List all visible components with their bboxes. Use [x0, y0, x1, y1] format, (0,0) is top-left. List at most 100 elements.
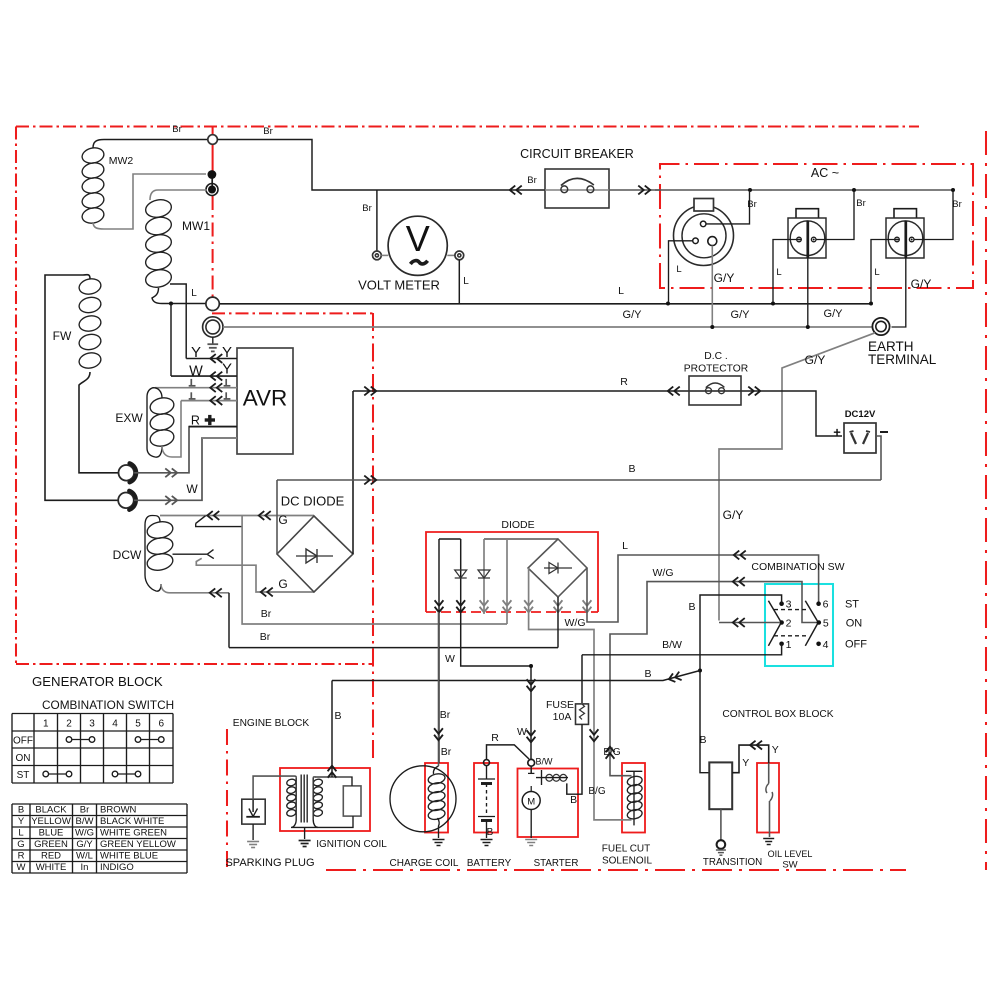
svg-text:AVR: AVR — [243, 386, 288, 411]
svg-text:+: + — [833, 425, 841, 440]
svg-text:Br: Br — [80, 805, 90, 816]
svg-text:L: L — [874, 267, 879, 278]
svg-text:WHITE GREEN: WHITE GREEN — [100, 828, 167, 839]
svg-text:G/Y: G/Y — [623, 309, 643, 321]
svg-text:W/G: W/G — [565, 617, 586, 629]
svg-text:OFF: OFF — [845, 639, 867, 651]
svg-text:2: 2 — [786, 618, 792, 630]
svg-text:R: R — [191, 413, 200, 427]
svg-text:Y: Y — [18, 816, 25, 827]
svg-text:B: B — [688, 601, 695, 613]
svg-text:6: 6 — [158, 719, 164, 730]
svg-text:OFF: OFF — [13, 736, 33, 747]
svg-text:L: L — [18, 828, 23, 839]
svg-text:L: L — [676, 264, 681, 275]
svg-text:BROWN: BROWN — [100, 805, 137, 816]
svg-text:B/G: B/G — [588, 786, 605, 797]
svg-text:R: R — [620, 376, 628, 388]
svg-text:V: V — [406, 218, 430, 259]
svg-text:Br: Br — [527, 175, 537, 186]
svg-text:B/G: B/G — [603, 747, 620, 758]
svg-text:D.C .: D.C . — [704, 351, 727, 362]
svg-text:3: 3 — [89, 719, 95, 730]
svg-text:FW: FW — [53, 329, 72, 343]
svg-text:G/Y: G/Y — [911, 277, 932, 291]
svg-text:PROTECTOR: PROTECTOR — [684, 364, 748, 375]
svg-text:1: 1 — [786, 639, 792, 651]
svg-text:L: L — [191, 288, 197, 299]
svg-text:WHITE: WHITE — [36, 862, 67, 873]
svg-text:R: R — [491, 732, 499, 744]
svg-text:5: 5 — [823, 618, 829, 630]
svg-text:1: 1 — [43, 719, 49, 730]
svg-text:G/Y: G/Y — [731, 309, 751, 321]
svg-text:L: L — [622, 540, 628, 552]
svg-text:In: In — [81, 862, 89, 873]
svg-text:B: B — [699, 734, 706, 746]
svg-text:COMBINATION SWITCH: COMBINATION SWITCH — [42, 698, 174, 712]
svg-text:Y: Y — [191, 344, 201, 361]
svg-text:G/Y: G/Y — [76, 839, 93, 850]
svg-text:Br: Br — [362, 203, 372, 214]
svg-text:B: B — [628, 463, 635, 475]
svg-text:10A: 10A — [553, 711, 572, 723]
svg-text:G: G — [278, 577, 287, 591]
svg-text:AC ~: AC ~ — [811, 166, 839, 180]
svg-text:B/W: B/W — [536, 757, 554, 767]
svg-text:SPARKING PLUG: SPARKING PLUG — [225, 857, 314, 869]
svg-text:RED: RED — [41, 851, 61, 862]
svg-text:ON: ON — [846, 618, 863, 630]
svg-text:DCW: DCW — [113, 548, 142, 562]
svg-text:BLACK WHITE: BLACK WHITE — [100, 816, 164, 827]
svg-text:B: B — [644, 668, 651, 680]
svg-text:SW: SW — [782, 860, 797, 871]
svg-text:G: G — [17, 839, 24, 850]
svg-text:B: B — [487, 827, 494, 838]
svg-text:W: W — [186, 482, 198, 496]
svg-text:4: 4 — [823, 639, 829, 651]
svg-text:MW2: MW2 — [109, 155, 134, 167]
svg-text:ST: ST — [845, 599, 859, 611]
svg-text:B: B — [18, 805, 24, 816]
svg-text:Br: Br — [172, 124, 182, 135]
svg-text:Br: Br — [440, 709, 451, 721]
svg-text:B: B — [334, 710, 341, 722]
svg-text:GREEN YELLOW: GREEN YELLOW — [100, 839, 176, 850]
svg-text:W: W — [17, 862, 26, 873]
svg-text:Br: Br — [952, 199, 962, 210]
svg-text:ON: ON — [16, 753, 31, 764]
svg-text:B/W: B/W — [662, 639, 682, 651]
svg-text:GREEN: GREEN — [34, 839, 68, 850]
svg-text:FUSE: FUSE — [546, 699, 574, 711]
svg-text:DIODE: DIODE — [501, 519, 534, 531]
svg-text:W: W — [445, 653, 455, 665]
svg-text:—: — — [884, 436, 885, 438]
svg-text:CONTROL BOX BLOCK: CONTROL BOX BLOCK — [722, 709, 833, 720]
svg-text:Br: Br — [263, 126, 273, 137]
svg-text:COMBINATION SW: COMBINATION SW — [751, 561, 844, 573]
svg-text:W: W — [517, 726, 527, 738]
svg-text:W: W — [189, 364, 203, 380]
svg-text:M: M — [527, 797, 535, 808]
svg-text:YELLOW: YELLOW — [31, 816, 71, 827]
svg-text:G: G — [278, 513, 287, 527]
svg-text:EXW: EXW — [115, 411, 143, 425]
svg-text:STARTER: STARTER — [534, 858, 579, 869]
svg-text:ENGINE BLOCK: ENGINE BLOCK — [233, 718, 310, 729]
svg-text:CHARGE COIL: CHARGE COIL — [390, 858, 459, 869]
svg-text:SOLENOIL: SOLENOIL — [602, 856, 652, 867]
svg-text:W/L: W/L — [76, 851, 93, 862]
svg-text:2: 2 — [66, 719, 72, 730]
svg-text:Br: Br — [747, 199, 757, 210]
svg-text:TERMINAL: TERMINAL — [868, 352, 937, 367]
svg-text:MW1: MW1 — [182, 219, 210, 233]
svg-text:L: L — [463, 276, 469, 287]
svg-text:Y: Y — [222, 344, 232, 361]
svg-text:DC DIODE: DC DIODE — [281, 494, 345, 509]
svg-text:INDIGO: INDIGO — [100, 862, 134, 873]
svg-text:Br: Br — [261, 608, 272, 620]
svg-text:Br: Br — [260, 631, 271, 643]
svg-text:BLUE: BLUE — [39, 828, 64, 839]
svg-text:VOLT METER: VOLT METER — [358, 278, 440, 293]
svg-text:W/G: W/G — [653, 567, 674, 579]
